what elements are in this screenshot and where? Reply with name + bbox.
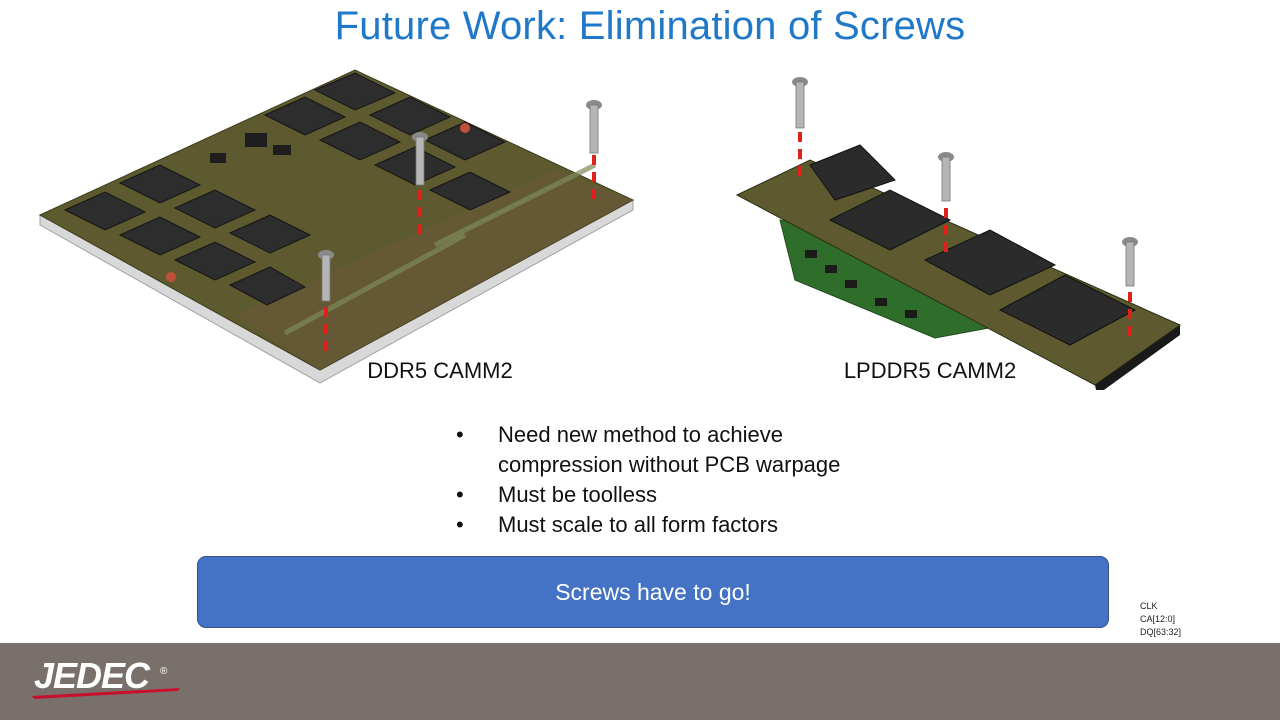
lpddr5-camm2-module-image bbox=[735, 77, 1182, 390]
ddr5-camm2-module-image bbox=[38, 69, 635, 384]
lpddr5-caption: LPDDR5 CAMM2 bbox=[843, 358, 1017, 383]
bullet-list: •Need new method to achieve compression … bbox=[450, 420, 910, 540]
signal-label: DQ[63:32] bbox=[1140, 627, 1182, 637]
signal-labels: CLK CA[12:0] DQ[63:32] bbox=[1140, 600, 1181, 639]
slide-title: Future Work: Elimination of Screws bbox=[334, 4, 966, 48]
banner-text: Screws have to go! bbox=[555, 579, 751, 605]
callout-banner: Screws have to go! bbox=[197, 556, 1109, 628]
footer-bar bbox=[0, 643, 1280, 720]
screw-icon bbox=[412, 132, 428, 235]
bullet-dot: • bbox=[456, 512, 464, 537]
bullet-item: •Must be toolless bbox=[450, 480, 910, 510]
bullet-item: •Need new method to achieve compression … bbox=[456, 422, 841, 477]
bullet-dot: • bbox=[456, 422, 464, 447]
bullet-dot: • bbox=[456, 482, 464, 507]
signal-label: CA[12:0] bbox=[1140, 614, 1176, 624]
bullet-item: •Must scale to all form factors bbox=[450, 510, 910, 540]
logo-registered-mark: ® bbox=[160, 666, 168, 677]
jedec-logo: JEDEC ® bbox=[32, 658, 180, 699]
logo-text: JEDEC bbox=[34, 658, 151, 696]
ddr5-caption: DDR5 CAMM2 bbox=[367, 358, 513, 383]
signal-label: CLK bbox=[1140, 601, 1158, 611]
